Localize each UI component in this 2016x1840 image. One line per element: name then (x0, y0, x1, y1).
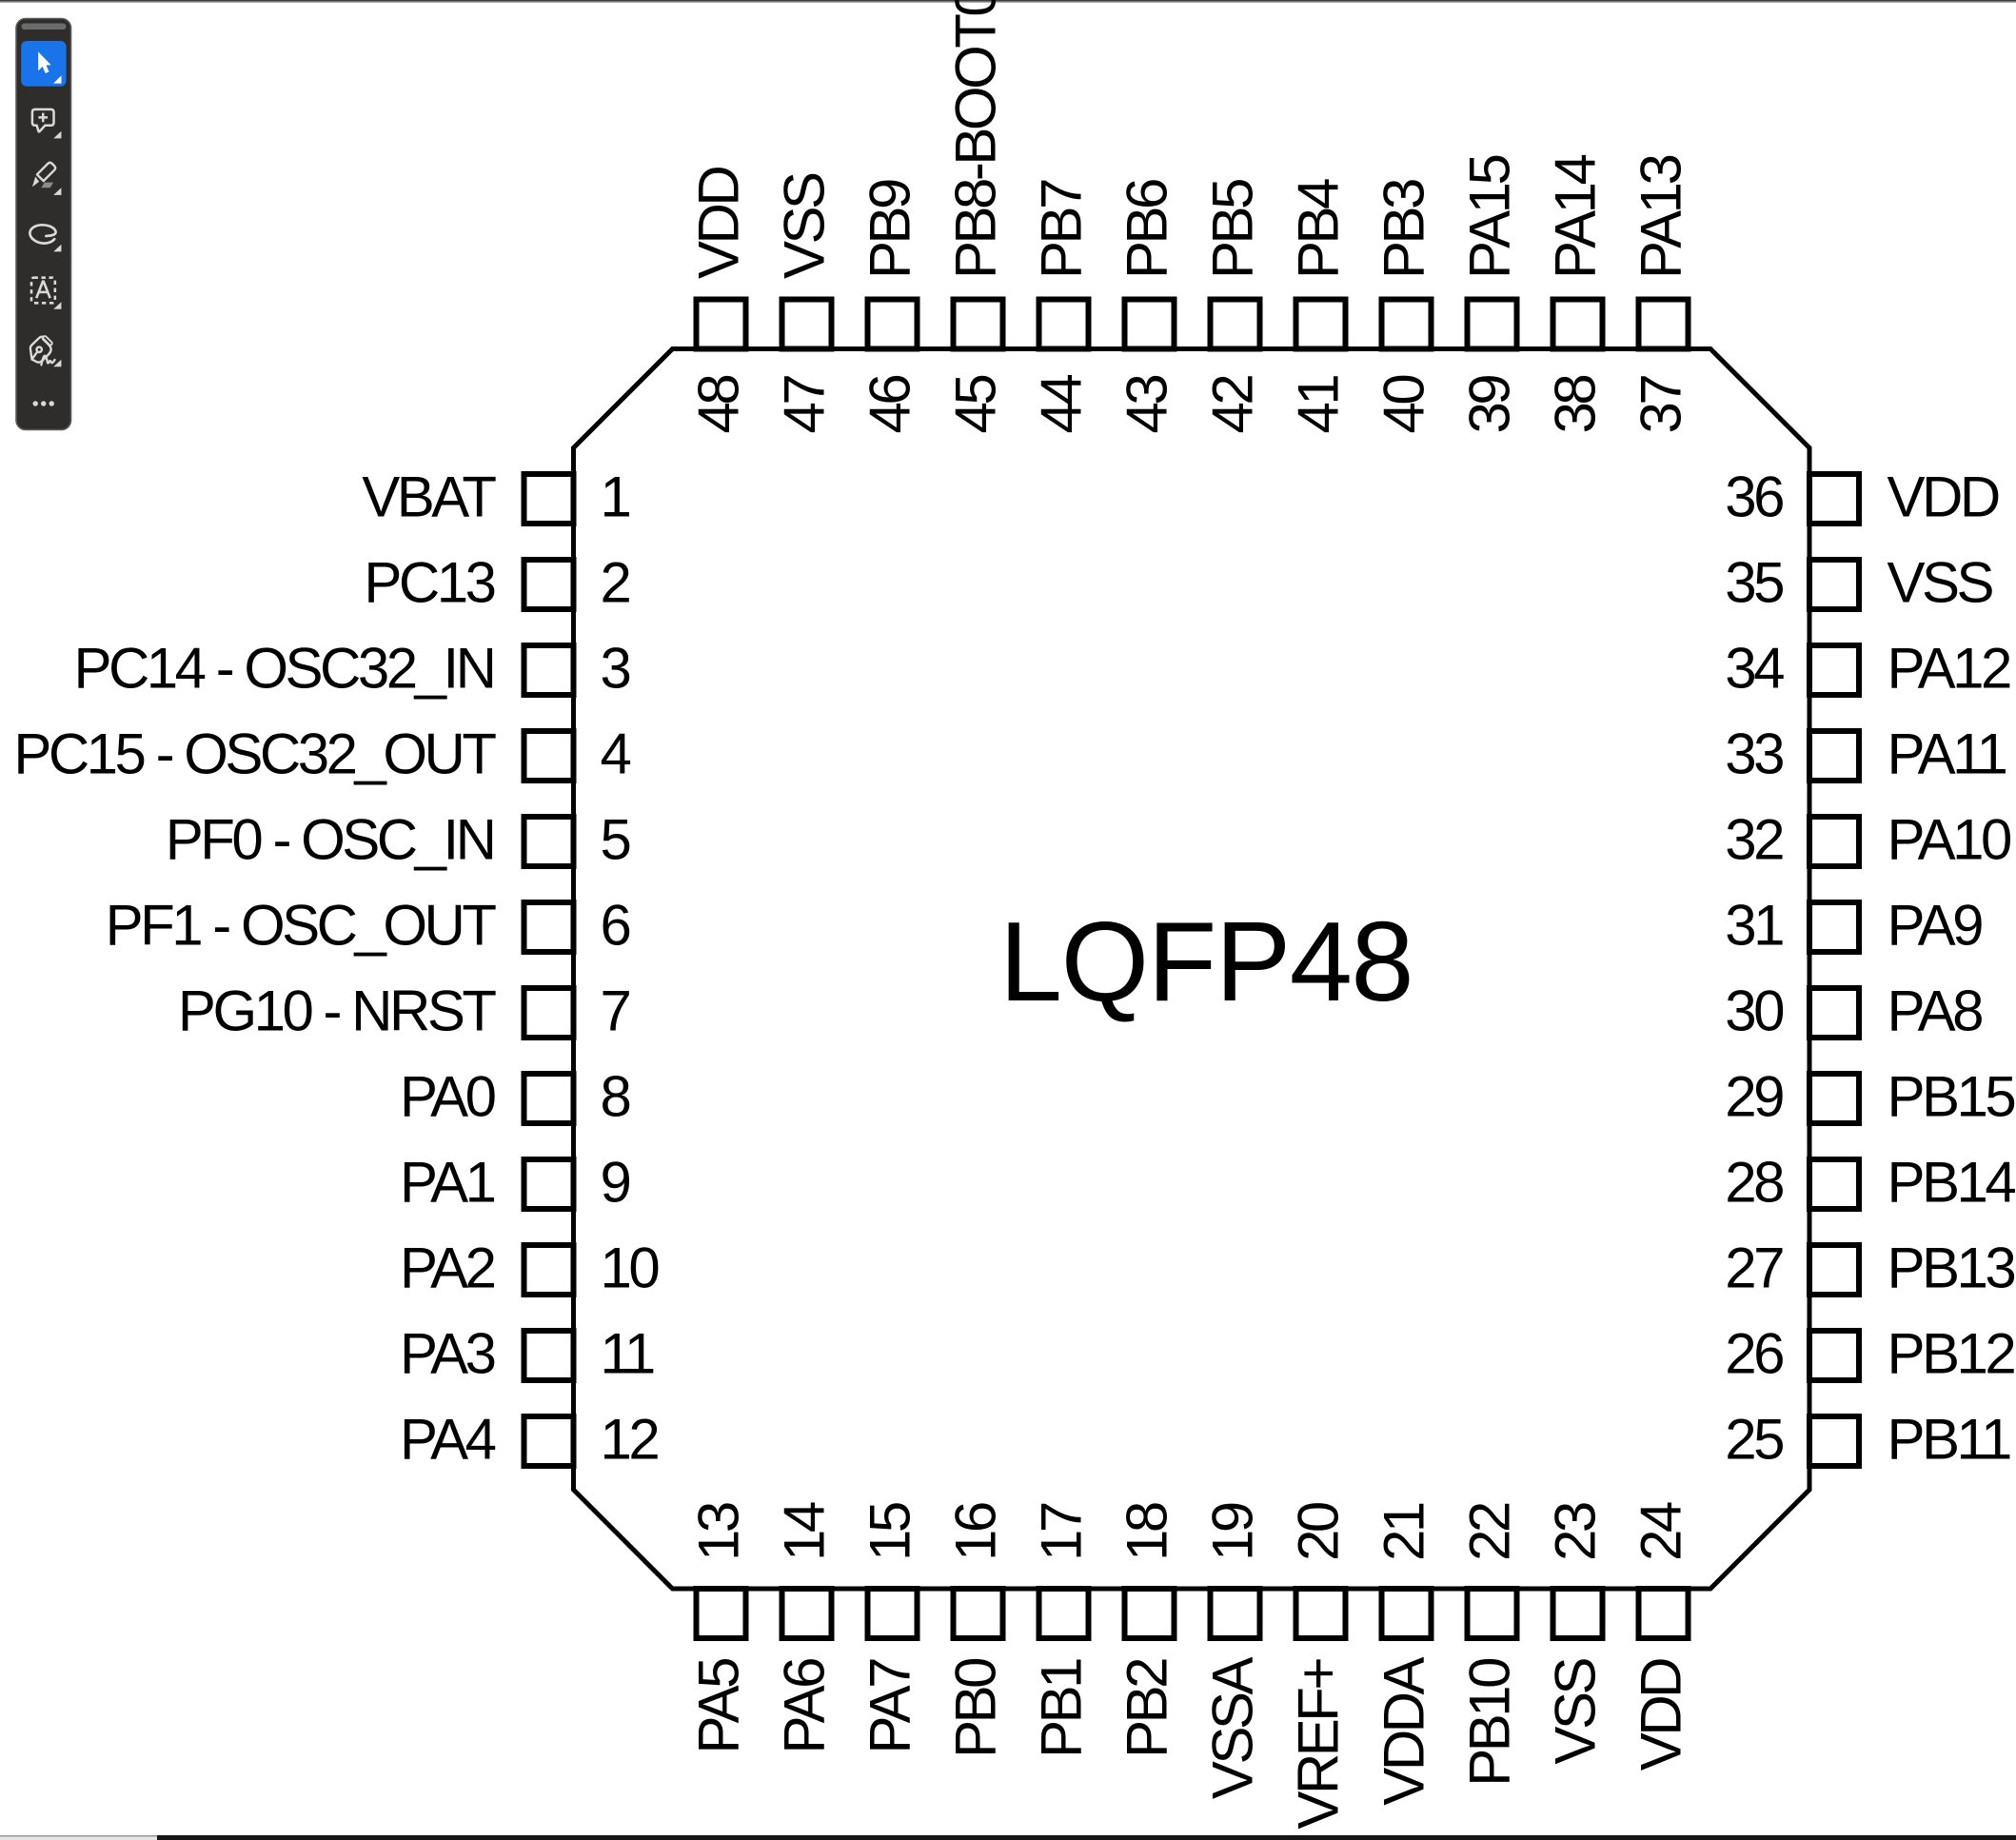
svg-text:PA4: PA4 (400, 1408, 496, 1472)
svg-text:PA7: PA7 (859, 1659, 922, 1754)
svg-text:PB7: PB7 (1030, 180, 1094, 279)
svg-text:3: 3 (601, 637, 630, 701)
svg-text:PB1: PB1 (1030, 1659, 1094, 1758)
svg-text:33: 33 (1725, 722, 1783, 786)
svg-text:PB13: PB13 (1888, 1237, 2015, 1300)
svg-text:PB6: PB6 (1116, 180, 1179, 279)
svg-text:37: 37 (1630, 376, 1693, 434)
svg-text:44: 44 (1030, 375, 1094, 434)
svg-text:VSSA: VSSA (1201, 1657, 1265, 1800)
svg-text:VDD: VDD (1888, 465, 1999, 529)
svg-text:VSS: VSS (773, 173, 837, 279)
svg-text:28: 28 (1725, 1151, 1783, 1215)
svg-text:13: 13 (687, 1503, 751, 1561)
svg-text:PA14: PA14 (1544, 155, 1608, 279)
svg-text:PB0: PB0 (944, 1658, 1008, 1758)
svg-text:9: 9 (601, 1151, 630, 1215)
svg-text:PA0: PA0 (400, 1065, 496, 1129)
svg-text:46: 46 (859, 376, 922, 434)
svg-text:2: 2 (601, 551, 630, 615)
svg-text:1: 1 (601, 465, 630, 529)
svg-text:VDD: VDD (1630, 1659, 1693, 1771)
svg-text:PA1: PA1 (400, 1151, 495, 1215)
svg-text:42: 42 (1201, 376, 1265, 434)
svg-text:20: 20 (1287, 1502, 1351, 1561)
svg-text:PB2: PB2 (1116, 1659, 1179, 1758)
svg-text:PA15: PA15 (1458, 156, 1522, 279)
svg-text:PC13: PC13 (364, 551, 494, 615)
svg-text:LQFP48: LQFP48 (999, 899, 1413, 1025)
svg-text:PB9: PB9 (859, 180, 922, 279)
svg-text:25: 25 (1725, 1408, 1783, 1472)
svg-text:45: 45 (944, 376, 1008, 434)
svg-text:PB8-BOOT0: PB8-BOOT0 (944, 0, 1008, 279)
svg-text:48: 48 (687, 376, 751, 434)
svg-text:22: 22 (1458, 1503, 1522, 1561)
svg-text:39: 39 (1458, 376, 1522, 434)
svg-text:18: 18 (1116, 1503, 1179, 1561)
svg-text:36: 36 (1725, 465, 1783, 529)
svg-text:PA13: PA13 (1630, 156, 1693, 279)
svg-text:7: 7 (601, 979, 630, 1043)
svg-text:11: 11 (601, 1322, 654, 1386)
svg-text:15: 15 (859, 1503, 922, 1561)
svg-text:16: 16 (944, 1503, 1008, 1561)
svg-text:VDDA: VDDA (1373, 1657, 1436, 1806)
svg-text:4: 4 (601, 722, 631, 786)
svg-text:VREF+: VREF+ (1287, 1659, 1351, 1830)
svg-text:43: 43 (1116, 376, 1179, 434)
svg-text:47: 47 (773, 376, 837, 434)
svg-text:34: 34 (1725, 637, 1784, 701)
svg-text:26: 26 (1725, 1322, 1783, 1386)
svg-text:PB12: PB12 (1888, 1322, 2015, 1386)
svg-text:19: 19 (1201, 1503, 1265, 1561)
svg-text:PF0 - OSC_IN: PF0 - OSC_IN (166, 808, 494, 872)
svg-text:30: 30 (1725, 979, 1784, 1043)
svg-text:24: 24 (1630, 1502, 1693, 1561)
svg-text:40: 40 (1373, 375, 1436, 434)
svg-text:PA10: PA10 (1888, 808, 2011, 872)
svg-text:PA12: PA12 (1888, 637, 2010, 701)
svg-text:38: 38 (1544, 376, 1608, 434)
svg-text:10: 10 (601, 1237, 660, 1300)
svg-text:14: 14 (773, 1502, 837, 1561)
svg-text:32: 32 (1725, 808, 1783, 872)
svg-text:VSS: VSS (1888, 551, 1993, 615)
svg-text:PA2: PA2 (400, 1237, 495, 1300)
svg-text:PG10 - NRST: PG10 - NRST (178, 979, 496, 1043)
svg-text:29: 29 (1725, 1065, 1783, 1129)
svg-text:PA6: PA6 (773, 1659, 837, 1754)
svg-text:5: 5 (601, 808, 630, 872)
svg-text:PB4: PB4 (1287, 179, 1351, 279)
svg-text:41: 41 (1287, 376, 1351, 434)
svg-text:PA5: PA5 (687, 1659, 751, 1754)
svg-text:PB11: PB11 (1888, 1408, 2010, 1472)
svg-text:PB14: PB14 (1888, 1151, 2016, 1215)
svg-text:PB15: PB15 (1888, 1065, 2015, 1129)
svg-text:23: 23 (1544, 1503, 1608, 1561)
svg-text:VBAT: VBAT (362, 465, 496, 529)
svg-text:31: 31 (1725, 894, 1783, 958)
svg-text:PB3: PB3 (1373, 180, 1436, 279)
svg-text:PA11: PA11 (1888, 722, 2006, 786)
svg-text:PF1 - OSC_OUT: PF1 - OSC_OUT (106, 894, 497, 958)
svg-text:21: 21 (1373, 1503, 1436, 1561)
svg-text:17: 17 (1030, 1503, 1094, 1561)
svg-text:PB5: PB5 (1201, 180, 1265, 279)
svg-text:PC15 - OSC32_OUT: PC15 - OSC32_OUT (13, 722, 496, 786)
svg-text:8: 8 (601, 1065, 630, 1129)
svg-text:PA8: PA8 (1888, 979, 1983, 1043)
svg-text:VDD: VDD (687, 168, 751, 279)
svg-text:PB10: PB10 (1458, 1658, 1522, 1787)
svg-text:27: 27 (1725, 1237, 1783, 1300)
svg-text:6: 6 (601, 894, 630, 958)
svg-text:PA3: PA3 (400, 1322, 495, 1386)
svg-text:PA9: PA9 (1888, 894, 1983, 958)
svg-text:12: 12 (601, 1408, 659, 1472)
svg-text:VSS: VSS (1544, 1659, 1608, 1765)
svg-text:PC14 - OSC32_IN: PC14 - OSC32_IN (73, 637, 493, 701)
svg-text:35: 35 (1725, 551, 1783, 615)
